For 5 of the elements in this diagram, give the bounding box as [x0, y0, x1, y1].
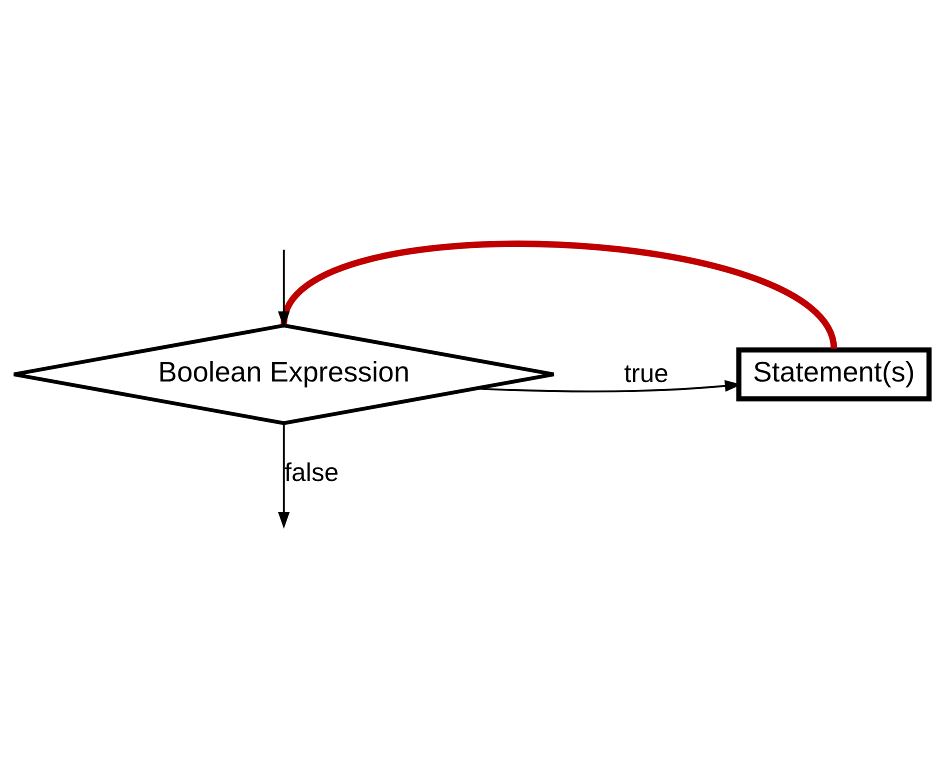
arrow	[278, 250, 290, 328]
arrow	[475, 380, 742, 392]
edge-label: true	[624, 360, 668, 388]
node-box: Statement(s)	[736, 347, 932, 402]
node-diamond: Boolean Expression	[12, 324, 556, 426]
